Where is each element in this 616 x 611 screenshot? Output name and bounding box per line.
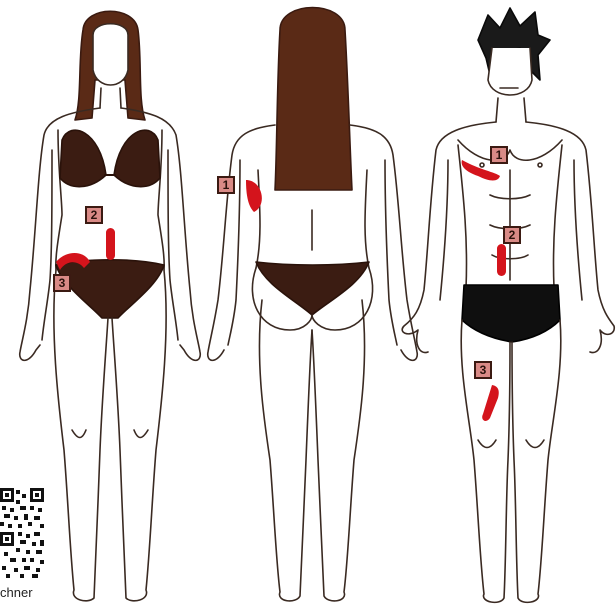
credit-text: chner xyxy=(0,585,33,600)
female-back-marker-1: 1 xyxy=(217,176,235,194)
male-front-marker-1: 1 xyxy=(490,146,508,164)
female-front-marker-3: 3 xyxy=(53,274,71,292)
female-back-figure xyxy=(208,8,418,601)
male-front-figure xyxy=(402,8,614,602)
male-front-marker-2: 2 xyxy=(503,226,521,244)
male-front-mark-2 xyxy=(497,244,506,276)
male-front-mark-3 xyxy=(482,385,499,421)
qr-code-icon xyxy=(0,488,46,580)
female-front-marker-2: 2 xyxy=(85,206,103,224)
male-front-marker-3: 3 xyxy=(474,361,492,379)
female-front-figure xyxy=(20,11,201,601)
female-front-mark-2 xyxy=(106,228,115,260)
